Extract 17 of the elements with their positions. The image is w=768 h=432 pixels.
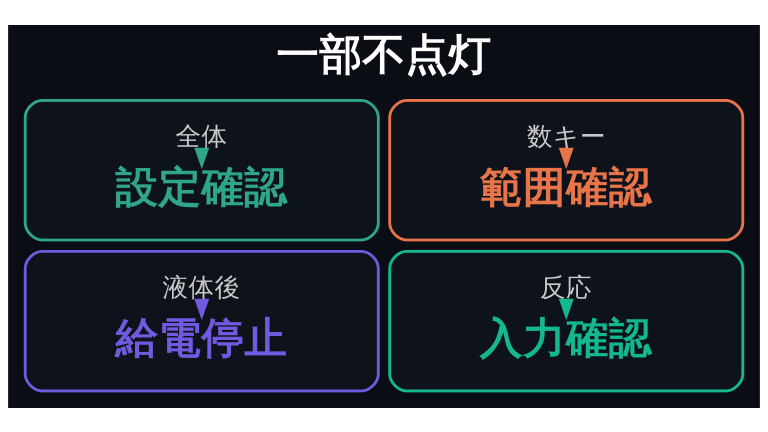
- cluster: [388, 98, 744, 241]
- arrow: [194, 298, 210, 320]
- node-text: 入力確認: [480, 312, 652, 363]
- arrow: [558, 147, 574, 169]
- cluster: [24, 98, 380, 241]
- arrow: [558, 298, 574, 320]
- node-text: 数キー: [527, 122, 606, 152]
- diagram-title: 一部不点灯: [276, 30, 492, 80]
- node-text: 全体: [175, 122, 228, 152]
- node-text: 設定確認: [116, 162, 288, 212]
- node-text: 範囲確認: [480, 162, 652, 212]
- node-text: 反応: [540, 272, 592, 303]
- arrow: [194, 147, 210, 169]
- node-text: 給電停止: [116, 312, 288, 363]
- cluster: [388, 249, 744, 392]
- cluster: [24, 249, 380, 392]
- node-text: 液体後: [162, 272, 241, 303]
